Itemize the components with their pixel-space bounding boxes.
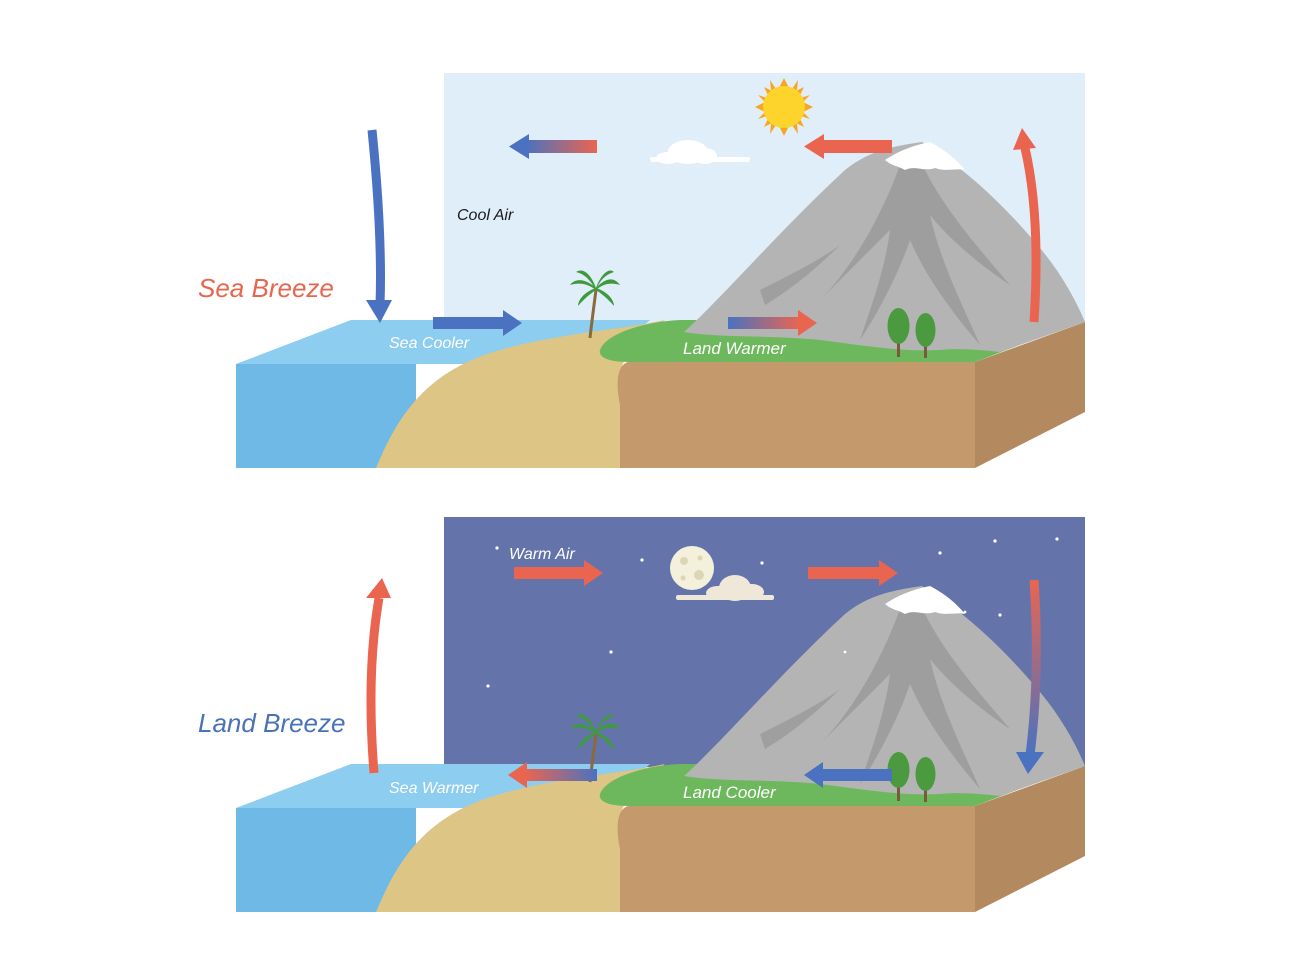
stars: [486, 537, 1059, 688]
arrow-land-to-sea: [508, 762, 597, 788]
arrow-ascending-night: [366, 578, 391, 774]
sea-cooler-label: Sea Cooler: [389, 335, 470, 352]
arrow-sea-to-land: [433, 310, 522, 336]
cloud-icon: [650, 140, 750, 164]
land-breeze-panel: Land Breeze Warm Air Sea Warmer Land Coo…: [198, 517, 1087, 914]
arrow-top-right-night: [808, 560, 898, 586]
arrow-warm-air-right: [514, 560, 603, 586]
arrow-descending-night: [1016, 579, 1044, 774]
land-warmer-label: Land Warmer: [683, 339, 787, 358]
warm-air-label: Warm Air: [509, 546, 575, 563]
land-cooler-label: Land Cooler: [683, 783, 777, 802]
moon-icon: [670, 546, 714, 590]
arrow-top-left: [509, 134, 597, 159]
sea-breeze-panel: Sea Breeze Cool Air Sea Cooler Land Warm…: [198, 73, 1087, 470]
arrow-land-surface-night: [804, 762, 892, 788]
cool-air-label: Cool Air: [457, 207, 514, 224]
arrow-descending: [366, 129, 392, 323]
night-cloud-icon: [676, 575, 774, 601]
land-breeze-title: Land Breeze: [198, 708, 345, 738]
arrow-top-right: [804, 134, 892, 159]
sun-icon: [755, 78, 813, 136]
arrow-land-surface: [728, 310, 817, 336]
arrow-ascending: [1013, 128, 1041, 323]
sea-warmer-label: Sea Warmer: [389, 780, 479, 797]
sea-breeze-title: Sea Breeze: [198, 273, 334, 303]
